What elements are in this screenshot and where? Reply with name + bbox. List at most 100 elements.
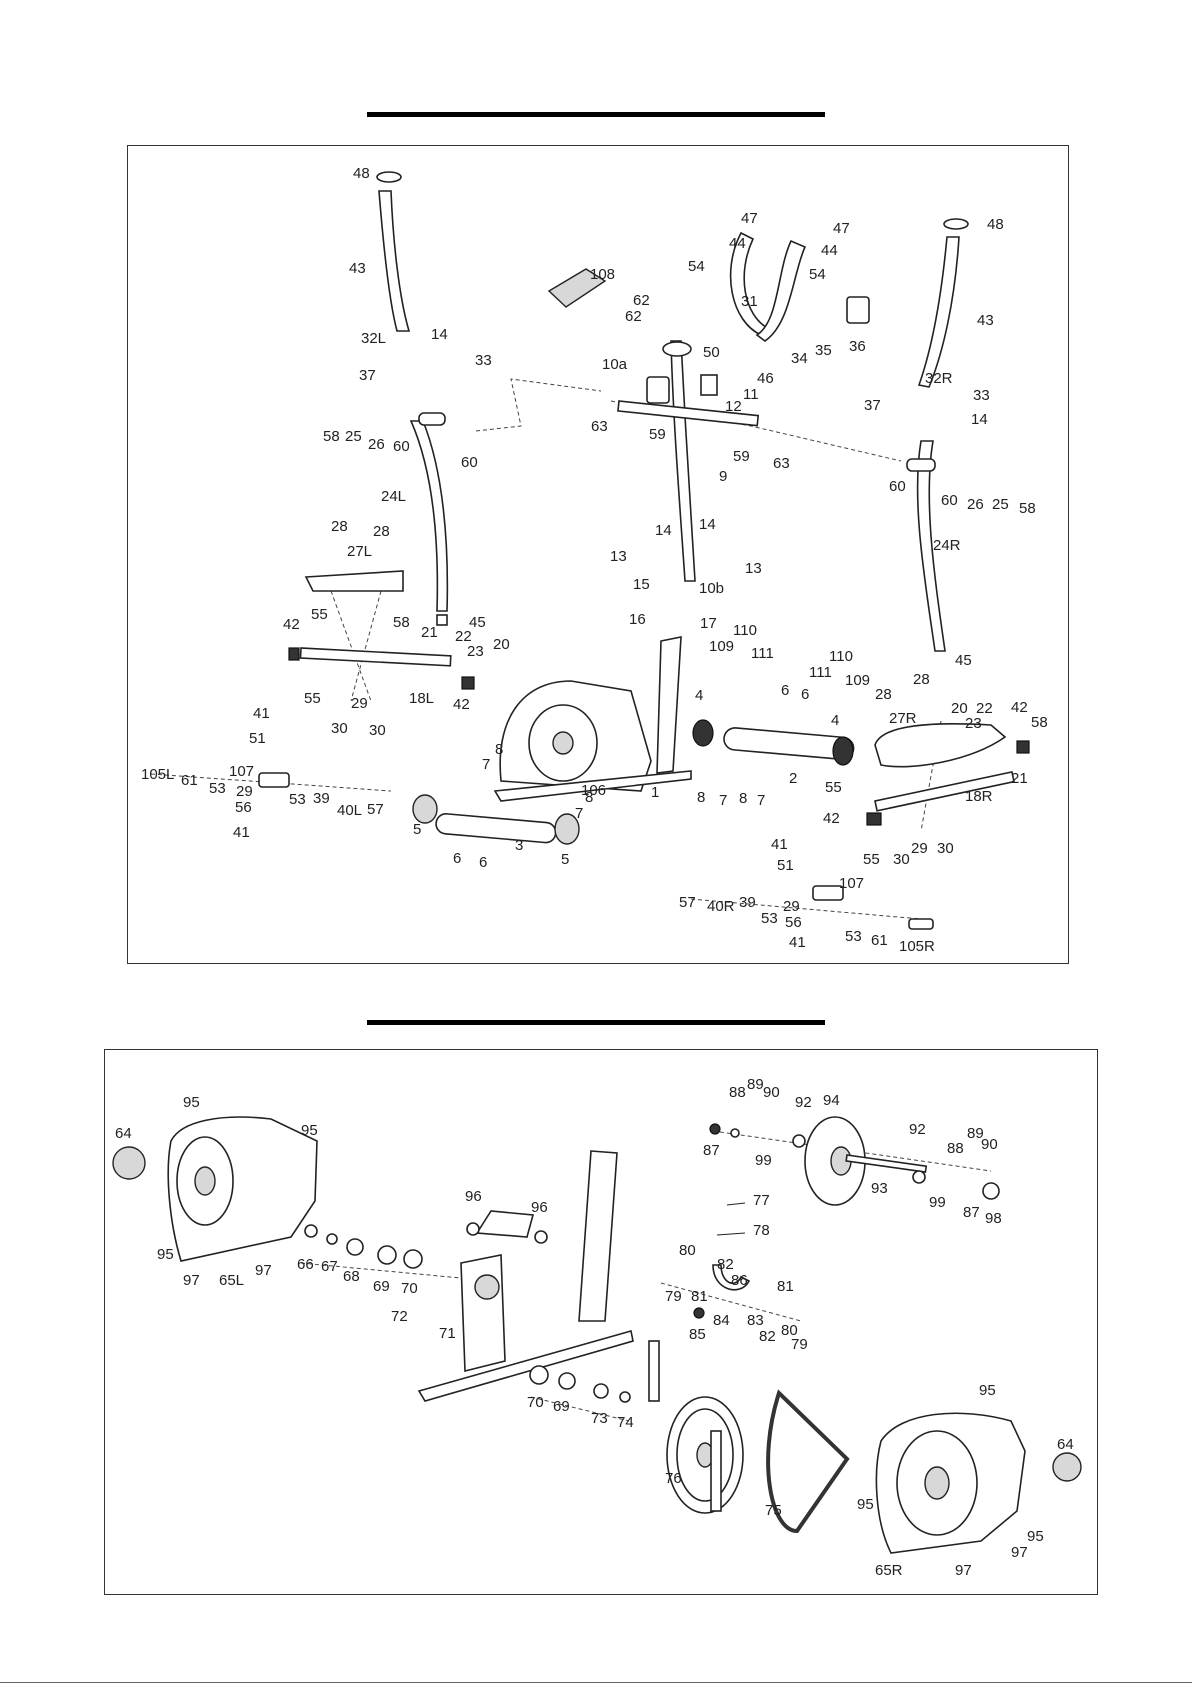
part-label-78: 78 (753, 1222, 770, 1239)
part-label-60: 60 (461, 454, 478, 471)
part-label-44: 44 (821, 242, 838, 259)
part-label-80: 80 (781, 1322, 798, 1339)
part-label-50: 50 (703, 344, 720, 361)
part-label-7: 7 (719, 792, 727, 809)
part-label-21: 21 (421, 624, 438, 641)
part-label-41: 41 (233, 824, 250, 841)
part-label-95: 95 (1027, 1528, 1044, 1545)
part-label-58: 58 (323, 428, 340, 445)
part-label-76: 76 (665, 1470, 682, 1487)
part-label-29: 29 (236, 783, 253, 800)
part-label-1: 1 (651, 784, 659, 801)
part-label-64: 64 (1057, 1436, 1074, 1453)
part-label-7: 7 (482, 756, 490, 773)
part-label-94: 94 (823, 1092, 840, 1109)
left-pedal-arm (258, 570, 475, 788)
part-label-15: 15 (633, 576, 650, 593)
part-label-84: 84 (713, 1312, 730, 1329)
part-label-18l: 18L (409, 690, 434, 707)
part-label-69: 69 (553, 1398, 570, 1415)
assembly-guide-lines (300, 1130, 992, 1422)
part-label-6: 6 (801, 686, 809, 703)
part-label-56: 56 (785, 914, 802, 931)
part-label-95: 95 (979, 1382, 996, 1399)
part-label-97: 97 (1011, 1544, 1028, 1561)
part-label-42: 42 (453, 696, 470, 713)
part-label-110: 110 (829, 648, 853, 665)
part-label-28: 28 (875, 686, 892, 703)
part-label-23: 23 (965, 715, 982, 732)
part-label-96: 96 (531, 1199, 548, 1216)
part-label-13: 13 (610, 548, 627, 565)
part-label-14: 14 (655, 522, 672, 539)
part-label-25: 25 (992, 496, 1009, 513)
right-handlebar-assembly (906, 218, 969, 652)
part-label-107: 107 (229, 763, 254, 780)
part-label-4: 4 (831, 712, 839, 729)
drive-frame (417, 1150, 634, 1402)
part-label-68: 68 (343, 1268, 360, 1285)
part-label-58: 58 (1019, 500, 1036, 517)
part-label-7: 7 (575, 805, 583, 822)
part-label-20: 20 (493, 636, 510, 653)
part-label-27r: 27R (889, 710, 917, 727)
upper-handlebars (729, 231, 870, 342)
part-label-23: 23 (467, 643, 484, 660)
bottom-section-rule (367, 1020, 825, 1025)
part-label-39: 39 (313, 790, 330, 807)
part-label-28: 28 (331, 518, 348, 535)
part-label-24l: 24L (381, 488, 406, 505)
part-label-109: 109 (709, 638, 734, 655)
part-label-61: 61 (181, 772, 198, 789)
part-label-95: 95 (157, 1246, 174, 1263)
part-label-39: 39 (739, 894, 756, 911)
part-label-97: 97 (255, 1262, 272, 1279)
part-label-55: 55 (863, 851, 880, 868)
part-label-41: 41 (789, 934, 806, 951)
part-label-18r: 18R (965, 788, 993, 805)
part-label-28: 28 (913, 671, 930, 688)
part-label-86: 86 (731, 1272, 748, 1289)
part-label-83: 83 (747, 1312, 764, 1329)
part-label-73: 73 (591, 1410, 608, 1427)
part-label-90: 90 (981, 1136, 998, 1153)
part-label-26: 26 (967, 496, 984, 513)
part-label-55: 55 (825, 779, 842, 796)
part-label-97: 97 (955, 1562, 972, 1579)
part-label-40l: 40L (337, 802, 362, 819)
part-label-48: 48 (987, 216, 1004, 233)
part-label-29: 29 (351, 695, 368, 712)
part-label-79: 79 (665, 1288, 682, 1305)
part-label-75: 75 (765, 1502, 782, 1519)
part-label-109: 109 (845, 672, 870, 689)
part-label-64: 64 (115, 1125, 132, 1142)
part-label-58: 58 (393, 614, 410, 631)
part-label-32l: 32L (361, 330, 386, 347)
part-label-62: 62 (625, 308, 642, 325)
flywheel-assembly (709, 1116, 1000, 1206)
part-label-79: 79 (791, 1336, 808, 1353)
part-label-85: 85 (689, 1326, 706, 1343)
part-label-97: 97 (183, 1272, 200, 1289)
part-label-62: 62 (633, 292, 650, 309)
part-label-65l: 65L (219, 1272, 244, 1289)
part-label-9: 9 (719, 468, 727, 485)
part-label-22: 22 (976, 700, 993, 717)
right-pedal-arm (812, 723, 1030, 930)
part-label-6: 6 (781, 682, 789, 699)
part-label-13: 13 (745, 560, 762, 577)
part-label-111: 111 (809, 664, 832, 681)
part-label-81: 81 (691, 1288, 708, 1305)
part-label-8: 8 (739, 790, 747, 807)
part-label-8: 8 (495, 741, 503, 758)
part-label-111: 111 (751, 645, 774, 662)
drive-belt (766, 1389, 850, 1534)
part-label-40r: 40R (707, 898, 735, 915)
part-label-30: 30 (893, 851, 910, 868)
part-label-56: 56 (235, 799, 252, 816)
part-label-66: 66 (297, 1256, 314, 1273)
part-label-5: 5 (413, 821, 421, 838)
